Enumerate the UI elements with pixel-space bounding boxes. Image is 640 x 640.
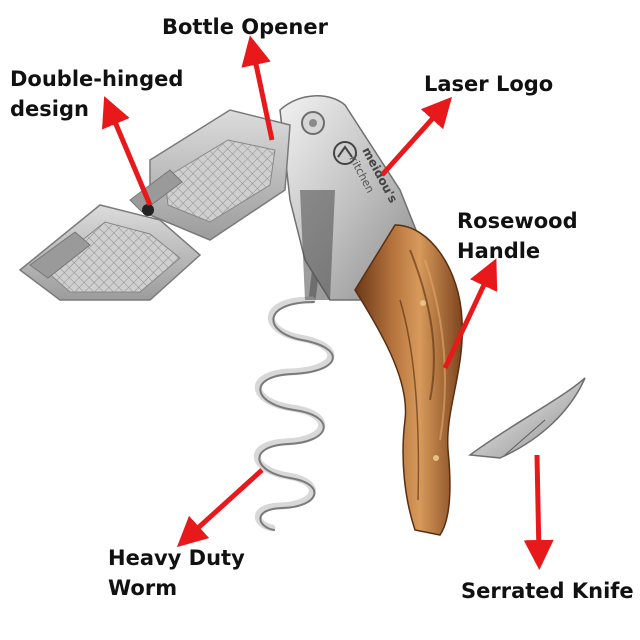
annotation-arrows bbox=[101, 35, 554, 570]
label-text: Laser Logo bbox=[424, 72, 554, 96]
label-rosewood-handle: Rosewood Handle bbox=[457, 206, 578, 266]
hinge-pin bbox=[142, 204, 154, 216]
label-text: Worm bbox=[108, 576, 178, 600]
label-text: Serrated Knife bbox=[461, 579, 634, 603]
hinged-lever bbox=[18, 109, 291, 301]
rosewood-handle bbox=[354, 224, 464, 536]
arrow-heavy-worm bbox=[176, 468, 264, 548]
handle-rivet bbox=[420, 300, 426, 306]
serrated-knife bbox=[468, 377, 586, 459]
label-text: Heavy Duty bbox=[108, 546, 245, 570]
arrow-laser-logo bbox=[380, 96, 453, 177]
arrow-rosewood-handle bbox=[442, 258, 498, 370]
handle-rivet bbox=[433, 455, 439, 461]
label-text: Bottle Opener bbox=[162, 15, 328, 39]
label-text: design bbox=[10, 97, 89, 121]
arrow-serrated-knife bbox=[523, 454, 554, 570]
label-bottle-opener: Bottle Opener bbox=[162, 12, 328, 42]
logo-mark-icon bbox=[333, 141, 357, 165]
label-serrated-knife: Serrated Knife bbox=[461, 576, 634, 606]
arrow-bottle-opener bbox=[241, 35, 275, 141]
label-double-hinged-design: Double-hinged design bbox=[10, 64, 183, 124]
label-text: Rosewood bbox=[457, 209, 578, 233]
label-text: Double-hinged bbox=[10, 67, 184, 91]
arrow-double-hinged bbox=[101, 96, 153, 206]
label-text: Handle bbox=[457, 239, 541, 263]
label-laser-logo: Laser Logo bbox=[424, 69, 553, 99]
label-heavy-duty-worm: Heavy Duty Worm bbox=[108, 543, 245, 603]
